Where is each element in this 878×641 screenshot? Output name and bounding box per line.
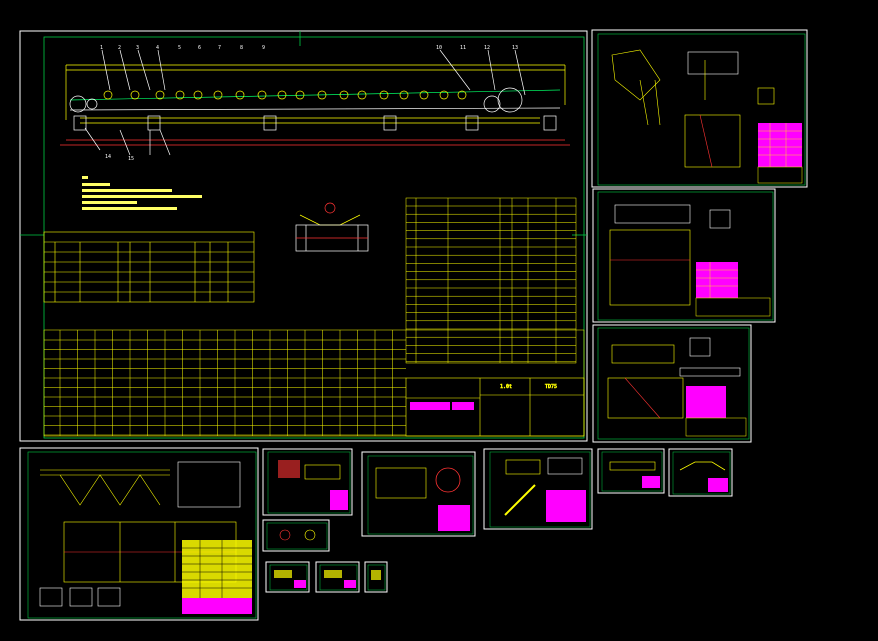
balloon-label: 4 [156,45,159,51]
balloon-label: 5 [178,45,181,51]
parameter-table [43,231,255,303]
sheet-b-4[interactable] [483,448,593,530]
sheet-s-4[interactable] [364,561,388,593]
sheet-s-1[interactable] [262,519,330,552]
balloon-label: 10 [436,45,442,51]
balloon-label: 12 [484,45,490,51]
balloon-label: 7 [218,45,221,51]
sheet-tr-2[interactable] [592,188,776,323]
sheet-s-2[interactable] [265,561,310,593]
title-block-drawing-no: 1.0t [500,384,512,390]
sheet-s-3[interactable] [315,561,360,593]
balloon-label: 1 [100,45,103,51]
sheet-main[interactable]: 1 2 3 4 5 6 7 8 9 10 11 12 13 14 15 [19,30,588,442]
technical-notes [82,176,202,210]
balloon-label: 15 [128,156,134,162]
balloon-label: 9 [262,45,265,51]
balloon-label: 2 [118,45,121,51]
title-block: 1.0t TD75 [405,377,585,437]
balloon-label: 6 [198,45,201,51]
sheet-bl-1[interactable] [19,447,259,621]
sheet-tr-1[interactable] [591,29,808,188]
sheet-b-5[interactable] [597,448,665,494]
conveyor-elevation-view [60,49,570,156]
idler-cross-section [295,202,369,252]
parts-list-table [405,197,577,364]
sheet-b-3[interactable] [361,451,476,537]
sheet-b-2[interactable] [262,448,353,516]
balloon-label: 8 [240,45,243,51]
title-block-model: TD75 [545,384,557,390]
schedule-table [43,329,585,437]
balloon-label: 14 [105,154,111,160]
balloon-label: 11 [460,45,466,51]
balloon-label: 3 [136,45,139,51]
sheet-b-6[interactable] [668,448,733,497]
sheet-tr-3[interactable] [592,324,752,443]
balloon-label: 13 [512,45,518,51]
part-balloons: 1 2 3 4 5 6 7 8 9 10 11 12 13 14 15 [100,45,518,162]
